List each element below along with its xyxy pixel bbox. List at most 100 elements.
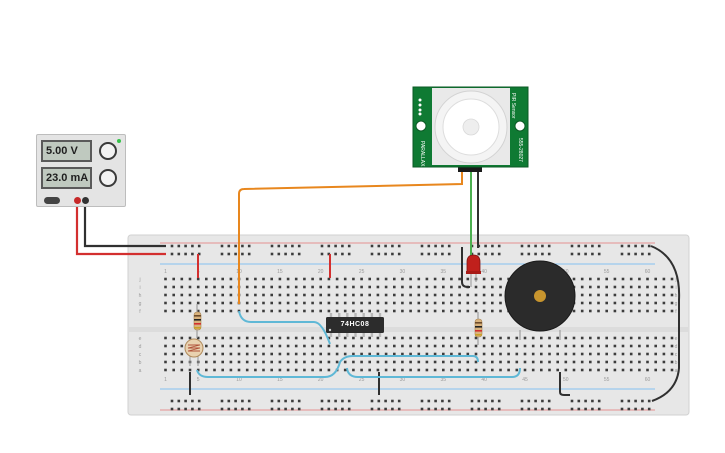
breadboard-hole[interactable] (589, 368, 592, 372)
breadboard-hole[interactable] (401, 285, 404, 289)
breadboard-hole[interactable] (229, 285, 233, 289)
breadboard-hole[interactable] (597, 399, 601, 403)
breadboard-hole[interactable] (237, 344, 241, 348)
breadboard-hole[interactable] (294, 336, 298, 340)
breadboard-hole[interactable] (254, 352, 257, 356)
breadboard-hole[interactable] (621, 368, 625, 372)
breadboard-hole[interactable] (647, 399, 651, 403)
breadboard-hole[interactable] (564, 336, 568, 340)
breadboard-hole[interactable] (172, 360, 175, 364)
breadboard-hole[interactable] (180, 352, 184, 356)
breadboard-hole[interactable] (556, 344, 559, 348)
breadboard-hole[interactable] (245, 285, 249, 289)
breadboard-hole[interactable] (580, 285, 584, 289)
breadboard-hole[interactable] (286, 309, 290, 313)
breadboard-hole[interactable] (638, 360, 641, 364)
breadboard-hole[interactable] (391, 407, 394, 411)
breadboard-hole[interactable] (196, 309, 200, 313)
breadboard-hole[interactable] (327, 252, 331, 256)
breadboard-hole[interactable] (499, 368, 502, 372)
breadboard-hole[interactable] (164, 368, 167, 372)
breadboard-hole[interactable] (278, 301, 282, 305)
breadboard-hole[interactable] (584, 399, 587, 403)
breadboard-hole[interactable] (670, 293, 674, 297)
breadboard-hole[interactable] (613, 352, 617, 356)
breadboard-hole[interactable] (433, 344, 437, 348)
breadboard-hole[interactable] (474, 352, 478, 356)
breadboard-hole[interactable] (497, 407, 501, 411)
breadboard-hole[interactable] (270, 277, 273, 281)
breadboard-hole[interactable] (294, 309, 298, 313)
breadboard-hole[interactable] (327, 244, 331, 248)
breadboard-hole[interactable] (335, 352, 339, 356)
breadboard-hole[interactable] (384, 301, 388, 305)
breadboard-hole[interactable] (245, 301, 249, 305)
breadboard-hole[interactable] (401, 309, 404, 313)
breadboard-hole[interactable] (482, 301, 486, 305)
breadboard-hole[interactable] (484, 399, 487, 403)
breadboard-hole[interactable] (654, 293, 657, 297)
breadboard-hole[interactable] (662, 293, 666, 297)
breadboard-hole[interactable] (433, 277, 437, 281)
breadboard-hole[interactable] (597, 277, 600, 281)
breadboard-hole[interactable] (368, 301, 371, 305)
breadboard-hole[interactable] (370, 244, 374, 248)
breadboard-hole[interactable] (425, 368, 429, 372)
breadboard-hole[interactable] (670, 344, 674, 348)
breadboard-hole[interactable] (213, 336, 216, 340)
breadboard-hole[interactable] (541, 252, 544, 256)
breadboard-hole[interactable] (523, 360, 527, 364)
breadboard-hole[interactable] (196, 277, 200, 281)
breadboard-hole[interactable] (507, 336, 510, 340)
breadboard-hole[interactable] (629, 277, 633, 281)
breadboard-hole[interactable] (311, 285, 314, 289)
breadboard-hole[interactable] (376, 293, 380, 297)
breadboard-hole[interactable] (620, 244, 624, 248)
breadboard-hole[interactable] (270, 285, 273, 289)
breadboard-hole[interactable] (368, 352, 371, 356)
breadboard-hole[interactable] (334, 399, 337, 403)
breadboard-hole[interactable] (670, 277, 674, 281)
breadboard-hole[interactable] (197, 399, 201, 403)
breadboard-hole[interactable] (589, 360, 592, 364)
breadboard-hole[interactable] (482, 352, 486, 356)
breadboard-hole[interactable] (499, 360, 502, 364)
breadboard-hole[interactable] (247, 399, 251, 403)
breadboard-hole[interactable] (229, 344, 233, 348)
breadboard-hole[interactable] (417, 368, 421, 372)
breadboard-hole[interactable] (654, 368, 657, 372)
breadboard-hole[interactable] (564, 352, 568, 356)
breadboard-hole[interactable] (327, 293, 331, 297)
breadboard-hole[interactable] (442, 293, 445, 297)
breadboard-hole[interactable] (450, 336, 453, 340)
breadboard-hole[interactable] (278, 293, 282, 297)
breadboard-hole[interactable] (254, 360, 257, 364)
breadboard-hole[interactable] (213, 285, 216, 289)
breadboard-hole[interactable] (262, 344, 265, 348)
red-led[interactable] (466, 254, 481, 287)
breadboard-hole[interactable] (646, 277, 649, 281)
breadboard-hole[interactable] (377, 252, 381, 256)
breadboard-hole[interactable] (613, 368, 617, 372)
breadboard-hole[interactable] (523, 352, 527, 356)
breadboard-hole[interactable] (262, 309, 265, 313)
breadboard-hole[interactable] (547, 407, 551, 411)
breadboard-hole[interactable] (352, 360, 355, 364)
breadboard-hole[interactable] (605, 277, 608, 281)
red-power-wire[interactable] (75, 201, 166, 256)
breadboard-hole[interactable] (646, 309, 649, 313)
breadboard-hole[interactable] (360, 309, 363, 313)
breadboard-hole[interactable] (205, 301, 208, 305)
breadboard-hole[interactable] (434, 244, 437, 248)
breadboard-hole[interactable] (580, 360, 584, 364)
breadboard-hole[interactable] (360, 352, 363, 356)
breadboard-hole[interactable] (393, 344, 396, 348)
breadboard-hole[interactable] (662, 368, 666, 372)
breadboard-hole[interactable] (466, 336, 470, 340)
breadboard-hole[interactable] (597, 285, 600, 289)
breadboard-hole[interactable] (368, 309, 371, 313)
breadboard-hole[interactable] (284, 407, 287, 411)
breadboard-hole[interactable] (634, 399, 637, 403)
breadboard-hole[interactable] (205, 277, 208, 281)
breadboard-hole[interactable] (191, 399, 194, 403)
